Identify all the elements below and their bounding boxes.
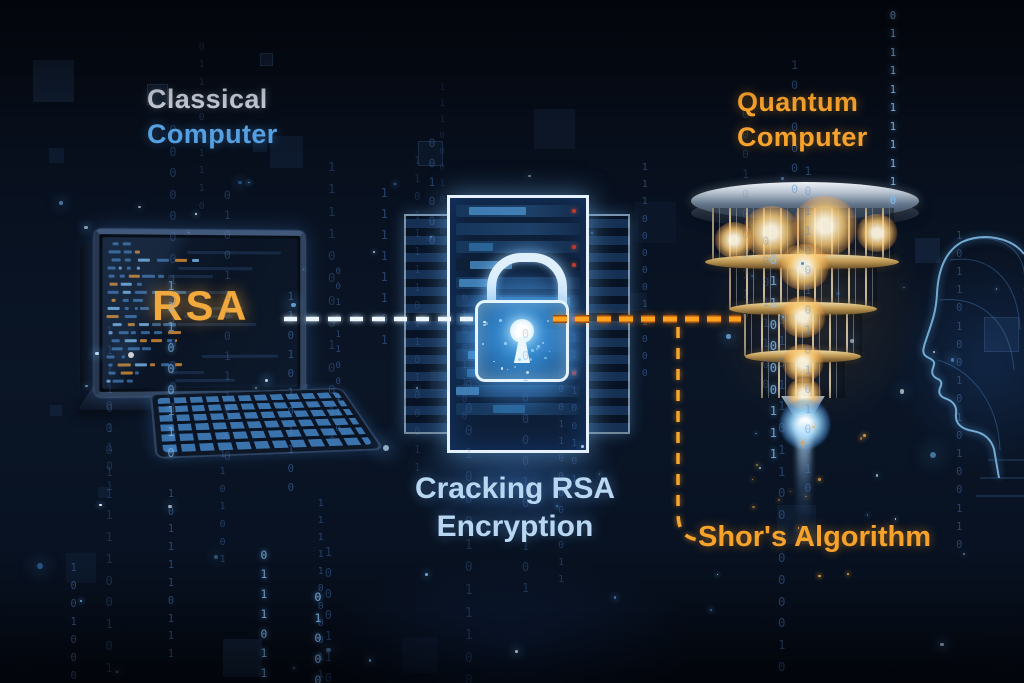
padlock-body (475, 300, 569, 382)
quantum-label-line1: Quantum (737, 87, 859, 117)
shors-algorithm-label: Shor's Algorithm (698, 521, 931, 553)
quantum-light (856, 214, 898, 252)
quantum-label-line2: Computer (737, 122, 868, 152)
quantum-light (714, 222, 754, 258)
keyboard (150, 387, 385, 459)
caption-line1: Cracking RSA (414, 472, 616, 505)
quantum-light-beam (797, 424, 811, 524)
digital-face-icon (922, 236, 1024, 497)
cracking-rsa-caption: Cracking RSA Encryption (375, 470, 655, 546)
quantum-light (782, 344, 824, 382)
quantum-light (778, 244, 830, 290)
classical-computer-label: Classical Computer (147, 82, 278, 152)
code-lines (102, 237, 297, 383)
caption-line2: Encryption (436, 510, 594, 543)
monitor-screen: RSA (102, 237, 298, 389)
monitor: RSA (94, 228, 306, 398)
classical-label-line1: Classical (147, 84, 268, 114)
keyboard-keys (157, 392, 373, 453)
quantum-computer-label: Quantum Computer (737, 85, 868, 155)
quantum-light (780, 296, 826, 338)
rsa-text: RSA (152, 281, 250, 330)
classical-label-line2: Computer (147, 119, 278, 149)
shor-callout-line (676, 327, 702, 542)
